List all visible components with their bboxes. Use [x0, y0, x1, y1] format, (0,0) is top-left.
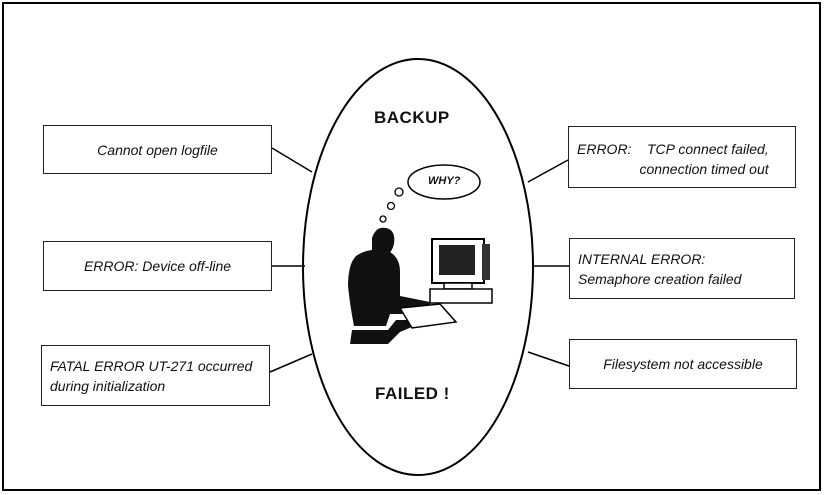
message-tcp-connect-failed: ERROR: TCP connect failed, connection ti…	[568, 126, 796, 188]
backup-ellipse	[302, 58, 534, 476]
message-text-line-2: during initialization	[50, 377, 166, 394]
thought-dot-1	[394, 187, 404, 197]
connector-right-3	[527, 351, 570, 367]
thought-dot-3	[379, 215, 387, 223]
message-text-line-1: TCP connect failed,	[647, 141, 769, 157]
connector-left-1	[271, 147, 313, 173]
connector-right-1	[527, 159, 569, 183]
message-fatal-error: FATAL ERROR UT-271 occurred during initi…	[41, 345, 270, 406]
message-internal-error: INTERNAL ERROR: Semaphore creation faile…	[569, 238, 795, 299]
why-thought-text: WHY?	[428, 175, 461, 187]
message-text-line-1: INTERNAL ERROR:	[578, 250, 706, 267]
diagram-frame	[2, 2, 821, 491]
message-cannot-open-logfile: Cannot open logfile	[43, 125, 272, 174]
message-device-offline: ERROR: Device off-line	[43, 241, 272, 291]
message-text: Filesystem not accessible	[603, 356, 763, 372]
backup-title: BACKUP	[374, 108, 450, 127]
message-text-line-1: FATAL ERROR UT-271 occurred	[50, 357, 253, 374]
message-text-line-2: Semaphore creation failed	[578, 270, 742, 287]
error-tag: ERROR:	[577, 141, 632, 157]
message-text: ERROR: Device off-line	[83, 258, 232, 274]
computer-figure	[398, 238, 493, 329]
thought-dot-2	[386, 201, 396, 211]
thought-cloud	[407, 164, 481, 200]
connector-left-3	[269, 353, 313, 373]
message-filesystem-not-accessible: Filesystem not accessible	[569, 339, 797, 389]
message-text: Cannot open logfile	[97, 141, 218, 158]
message-text-line-2: connection timed out	[639, 161, 769, 177]
failed-title: FAILED !	[375, 384, 450, 403]
